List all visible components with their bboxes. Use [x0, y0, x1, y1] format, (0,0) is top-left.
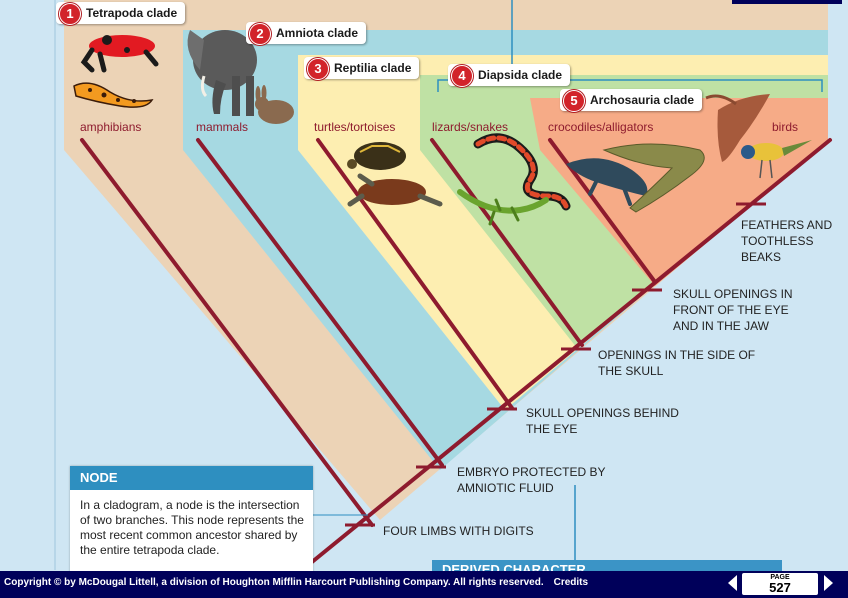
- group-label-birds: birds: [772, 120, 799, 134]
- group-label-mammals: mammals: [196, 120, 249, 134]
- lizard-branch: [430, 138, 584, 347]
- next-page-icon[interactable]: [824, 575, 833, 591]
- clade-number-badge: 2: [249, 23, 271, 45]
- char-feathers: FEATHERS AND TOOTHLESS BEAKS: [741, 218, 833, 264]
- turtle-branch: [316, 138, 514, 410]
- group-label-amphibians: amphibians: [80, 120, 142, 134]
- clade-number-badge: 3: [307, 58, 329, 80]
- frog-icon: [80, 35, 159, 73]
- char-side-skull: OPENINGS IN THE SIDE OF THE SKULL: [598, 348, 756, 378]
- crocodile-icon: [602, 143, 705, 213]
- clade-name: Diapsida clade: [478, 68, 563, 82]
- lizard-icon: [457, 189, 549, 226]
- clade-label-archosauria: 5 Archosauria clade: [560, 89, 703, 112]
- bird-icon: [705, 94, 770, 162]
- page-number: 527: [769, 580, 791, 595]
- top-nav-strip: [732, 0, 842, 4]
- node-box-text: In a cladogram, a node is the intersecti…: [80, 498, 304, 557]
- box-turtle-icon: [347, 142, 406, 170]
- clade-name: Archosauria clade: [590, 93, 695, 107]
- clade-name: Reptilia clade: [334, 61, 412, 75]
- songbird-icon: [741, 140, 812, 179]
- clade-label-reptilia: 3 Reptilia clade: [304, 57, 420, 80]
- clade-label-amniota: 2 Amniota clade: [246, 22, 367, 45]
- char-skull-front-eye: SKULL OPENINGS IN FRONT OF THE EYE AND I…: [673, 287, 793, 333]
- clade-number-badge: 1: [59, 3, 81, 25]
- sea-turtle-icon: [347, 173, 443, 207]
- group-label-crocodiles: crocodiles/alligators: [548, 120, 654, 134]
- amphibian-branch: [80, 138, 374, 527]
- clade-name: Amniota clade: [276, 26, 359, 40]
- clade-name: Tetrapoda clade: [86, 6, 178, 20]
- main-branch: [310, 138, 832, 564]
- node-box-title: NODE: [70, 466, 313, 490]
- elephant-icon: [187, 30, 257, 116]
- clade-label-diapsida: 4 Diapsida clade: [448, 64, 571, 87]
- char-skull-behind-eye: SKULL OPENINGS BEHIND THE EYE: [526, 406, 679, 436]
- clade-label-tetrapoda: 1 Tetrapoda clade: [56, 2, 186, 25]
- rabbit-icon: [255, 85, 294, 124]
- salamander-icon: [73, 82, 154, 108]
- group-label-turtles: turtles/tortoises: [314, 120, 396, 134]
- page-caption: PAGE: [770, 574, 790, 581]
- diapsida-bracket: [437, 79, 823, 92]
- node-info-box: NODE In a cladogram, a node is the inter…: [70, 466, 313, 576]
- page-indicator[interactable]: PAGE 527: [742, 573, 818, 595]
- footer-bar: Copyright © by McDougal Littell, a divis…: [0, 571, 848, 598]
- copyright-notice: Copyright © by McDougal Littell, a divis…: [4, 577, 544, 588]
- char-four-limbs: FOUR LIMBS WITH DIGITS: [383, 524, 534, 538]
- archosauria-region: [530, 98, 828, 286]
- char-amniotic-egg: EMBRYO PROTECTED BY AMNIOTIC FLUID: [457, 465, 606, 495]
- mammal-branch: [196, 138, 444, 467]
- group-label-lizards: lizards/snakes: [432, 120, 509, 134]
- clade-number-badge: 5: [563, 90, 585, 112]
- snake-icon: [473, 133, 571, 211]
- credits-link[interactable]: Credits: [553, 577, 589, 588]
- prev-page-icon[interactable]: [728, 575, 737, 591]
- alligator-icon: [566, 158, 648, 206]
- copyright-text: Copyright © by McDougal Littell, a divis…: [4, 577, 588, 588]
- clade-number-badge: 4: [451, 65, 473, 87]
